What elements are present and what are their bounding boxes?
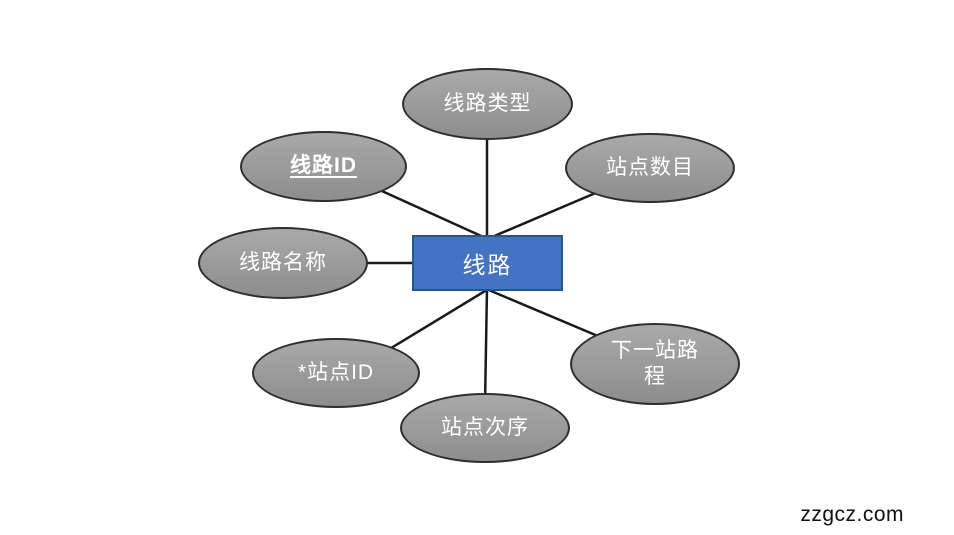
attribute-ellipse-station-count: 站点数目 <box>565 133 735 203</box>
attribute-ellipse-station-id: *站点ID <box>252 338 420 408</box>
attribute-label: 线路名称 <box>239 250 327 274</box>
attribute-ellipse-station-order: 站点次序 <box>400 393 570 463</box>
attribute-ellipse-next-station-distance: 下一站路程 <box>570 323 740 405</box>
entity-rect-line: 线路 <box>412 235 563 291</box>
attribute-label: 下一站路程 <box>611 338 699 388</box>
attribute-label-key: 线路ID <box>290 154 357 178</box>
connector-next-station-distance <box>483 286 613 344</box>
watermark-text: zzgcz.com <box>800 503 904 526</box>
attribute-ellipse-line-id: 线路ID <box>240 131 407 202</box>
entity-label: 线路 <box>462 252 513 278</box>
connector-station-count <box>484 184 613 242</box>
connector-line-id <box>361 180 491 242</box>
attribute-ellipse-line-type: 线路类型 <box>402 68 573 140</box>
attribute-ellipse-line-name: 线路名称 <box>198 227 368 299</box>
connector-station-id <box>377 286 491 358</box>
attribute-label: *站点ID <box>297 360 375 384</box>
connector-station-order <box>483 287 489 406</box>
attribute-label: 站点次序 <box>441 415 529 439</box>
attribute-label: 站点数目 <box>606 155 694 179</box>
attribute-label: 线路类型 <box>443 91 532 115</box>
